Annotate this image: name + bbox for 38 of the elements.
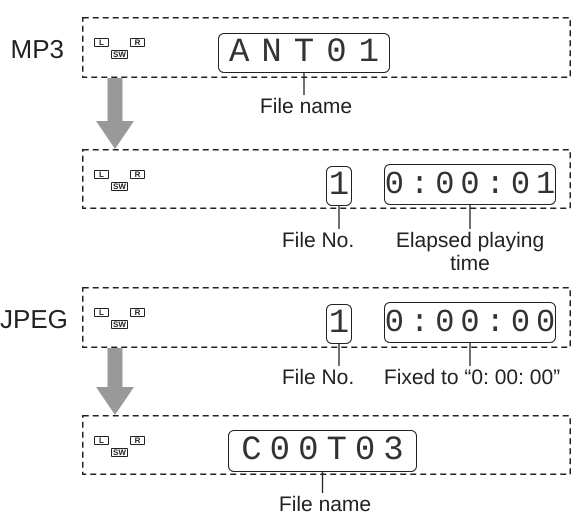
display-panel — [82, 17, 571, 78]
channel-indicator: L — [94, 436, 109, 445]
channel-indicator: SW — [111, 182, 128, 191]
leader-line — [338, 206, 340, 229]
segment-display: 0:00:01 — [384, 164, 556, 205]
segment-display: 1 — [326, 304, 352, 344]
channel-indicator: R — [130, 38, 145, 47]
display-panel — [82, 149, 571, 209]
channel-indicator: L — [94, 308, 109, 317]
segment-display: 1 — [326, 166, 352, 206]
mode-label: JPEG — [0, 304, 68, 334]
callout-label: File name — [260, 95, 352, 118]
callout-label: File No. — [282, 366, 354, 390]
channel-indicator: SW — [111, 50, 128, 59]
leader-line — [469, 205, 471, 229]
arrow — [96, 348, 134, 415]
callout-label: File name — [278, 493, 372, 516]
channel-indicator: SW — [111, 320, 128, 329]
segment-display: C00T03 — [228, 430, 417, 472]
channel-indicator: R — [130, 170, 145, 179]
channel-indicator: SW — [111, 448, 128, 457]
channel-indicator: R — [130, 436, 145, 445]
callout-label: Elapsed playing time — [388, 229, 552, 276]
display-panel — [82, 287, 571, 348]
display-panel — [82, 415, 571, 475]
leader-line — [338, 344, 340, 366]
channel-indicator: L — [94, 38, 109, 47]
arrow — [96, 78, 134, 149]
leader-line — [322, 472, 324, 493]
mode-label: MP3 — [10, 34, 64, 64]
channel-indicator: L — [94, 170, 109, 179]
segment-display: ANT01 — [218, 33, 390, 73]
leader-line — [303, 73, 305, 95]
channel-indicator: R — [130, 308, 145, 317]
callout-label: File No. — [282, 229, 354, 252]
segment-display: 0:00:00 — [384, 302, 556, 343]
leader-line — [469, 343, 471, 366]
callout-label: Fixed to “0: 00: 00” — [384, 366, 560, 390]
